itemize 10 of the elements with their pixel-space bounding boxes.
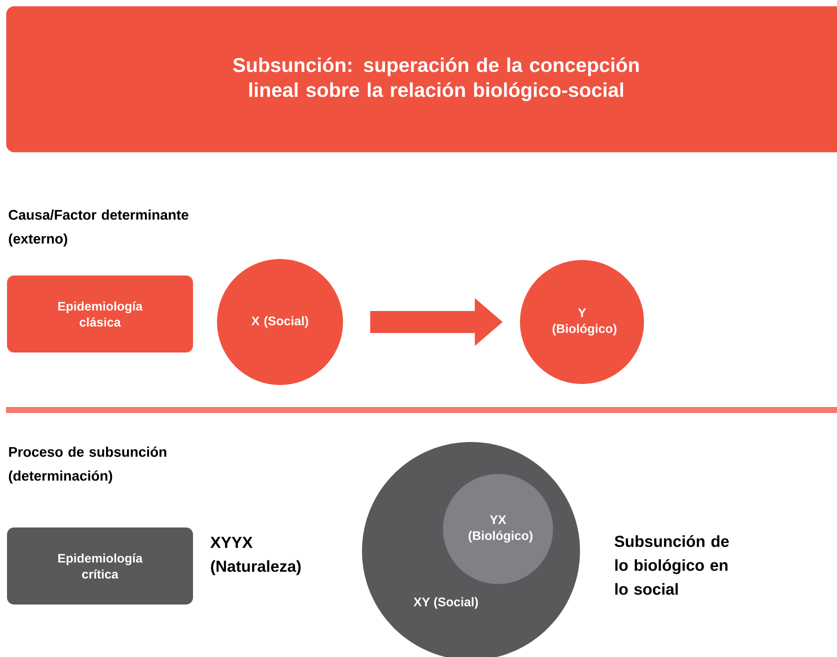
process-box: Epidemiología clásica bbox=[7, 276, 193, 352]
title-banner: Subsunción: superación de la concepción lineal sobre la relación biológico-social bbox=[6, 6, 837, 152]
description-text: Subsunción de lo biológico en lo social bbox=[614, 535, 729, 595]
heading: Causa/Factor determinante (externo) bbox=[8, 210, 188, 246]
process-box: Epidemiología crítica bbox=[7, 528, 193, 604]
circle-node: YX (Biológico) bbox=[443, 474, 553, 584]
heading: Proceso de subsunción (determinación) bbox=[8, 446, 166, 484]
node-label: XYYX (Naturaleza) bbox=[210, 536, 301, 576]
circle-node: Y (Biológico) bbox=[520, 260, 644, 384]
circle-node: X (Social) bbox=[217, 259, 343, 385]
